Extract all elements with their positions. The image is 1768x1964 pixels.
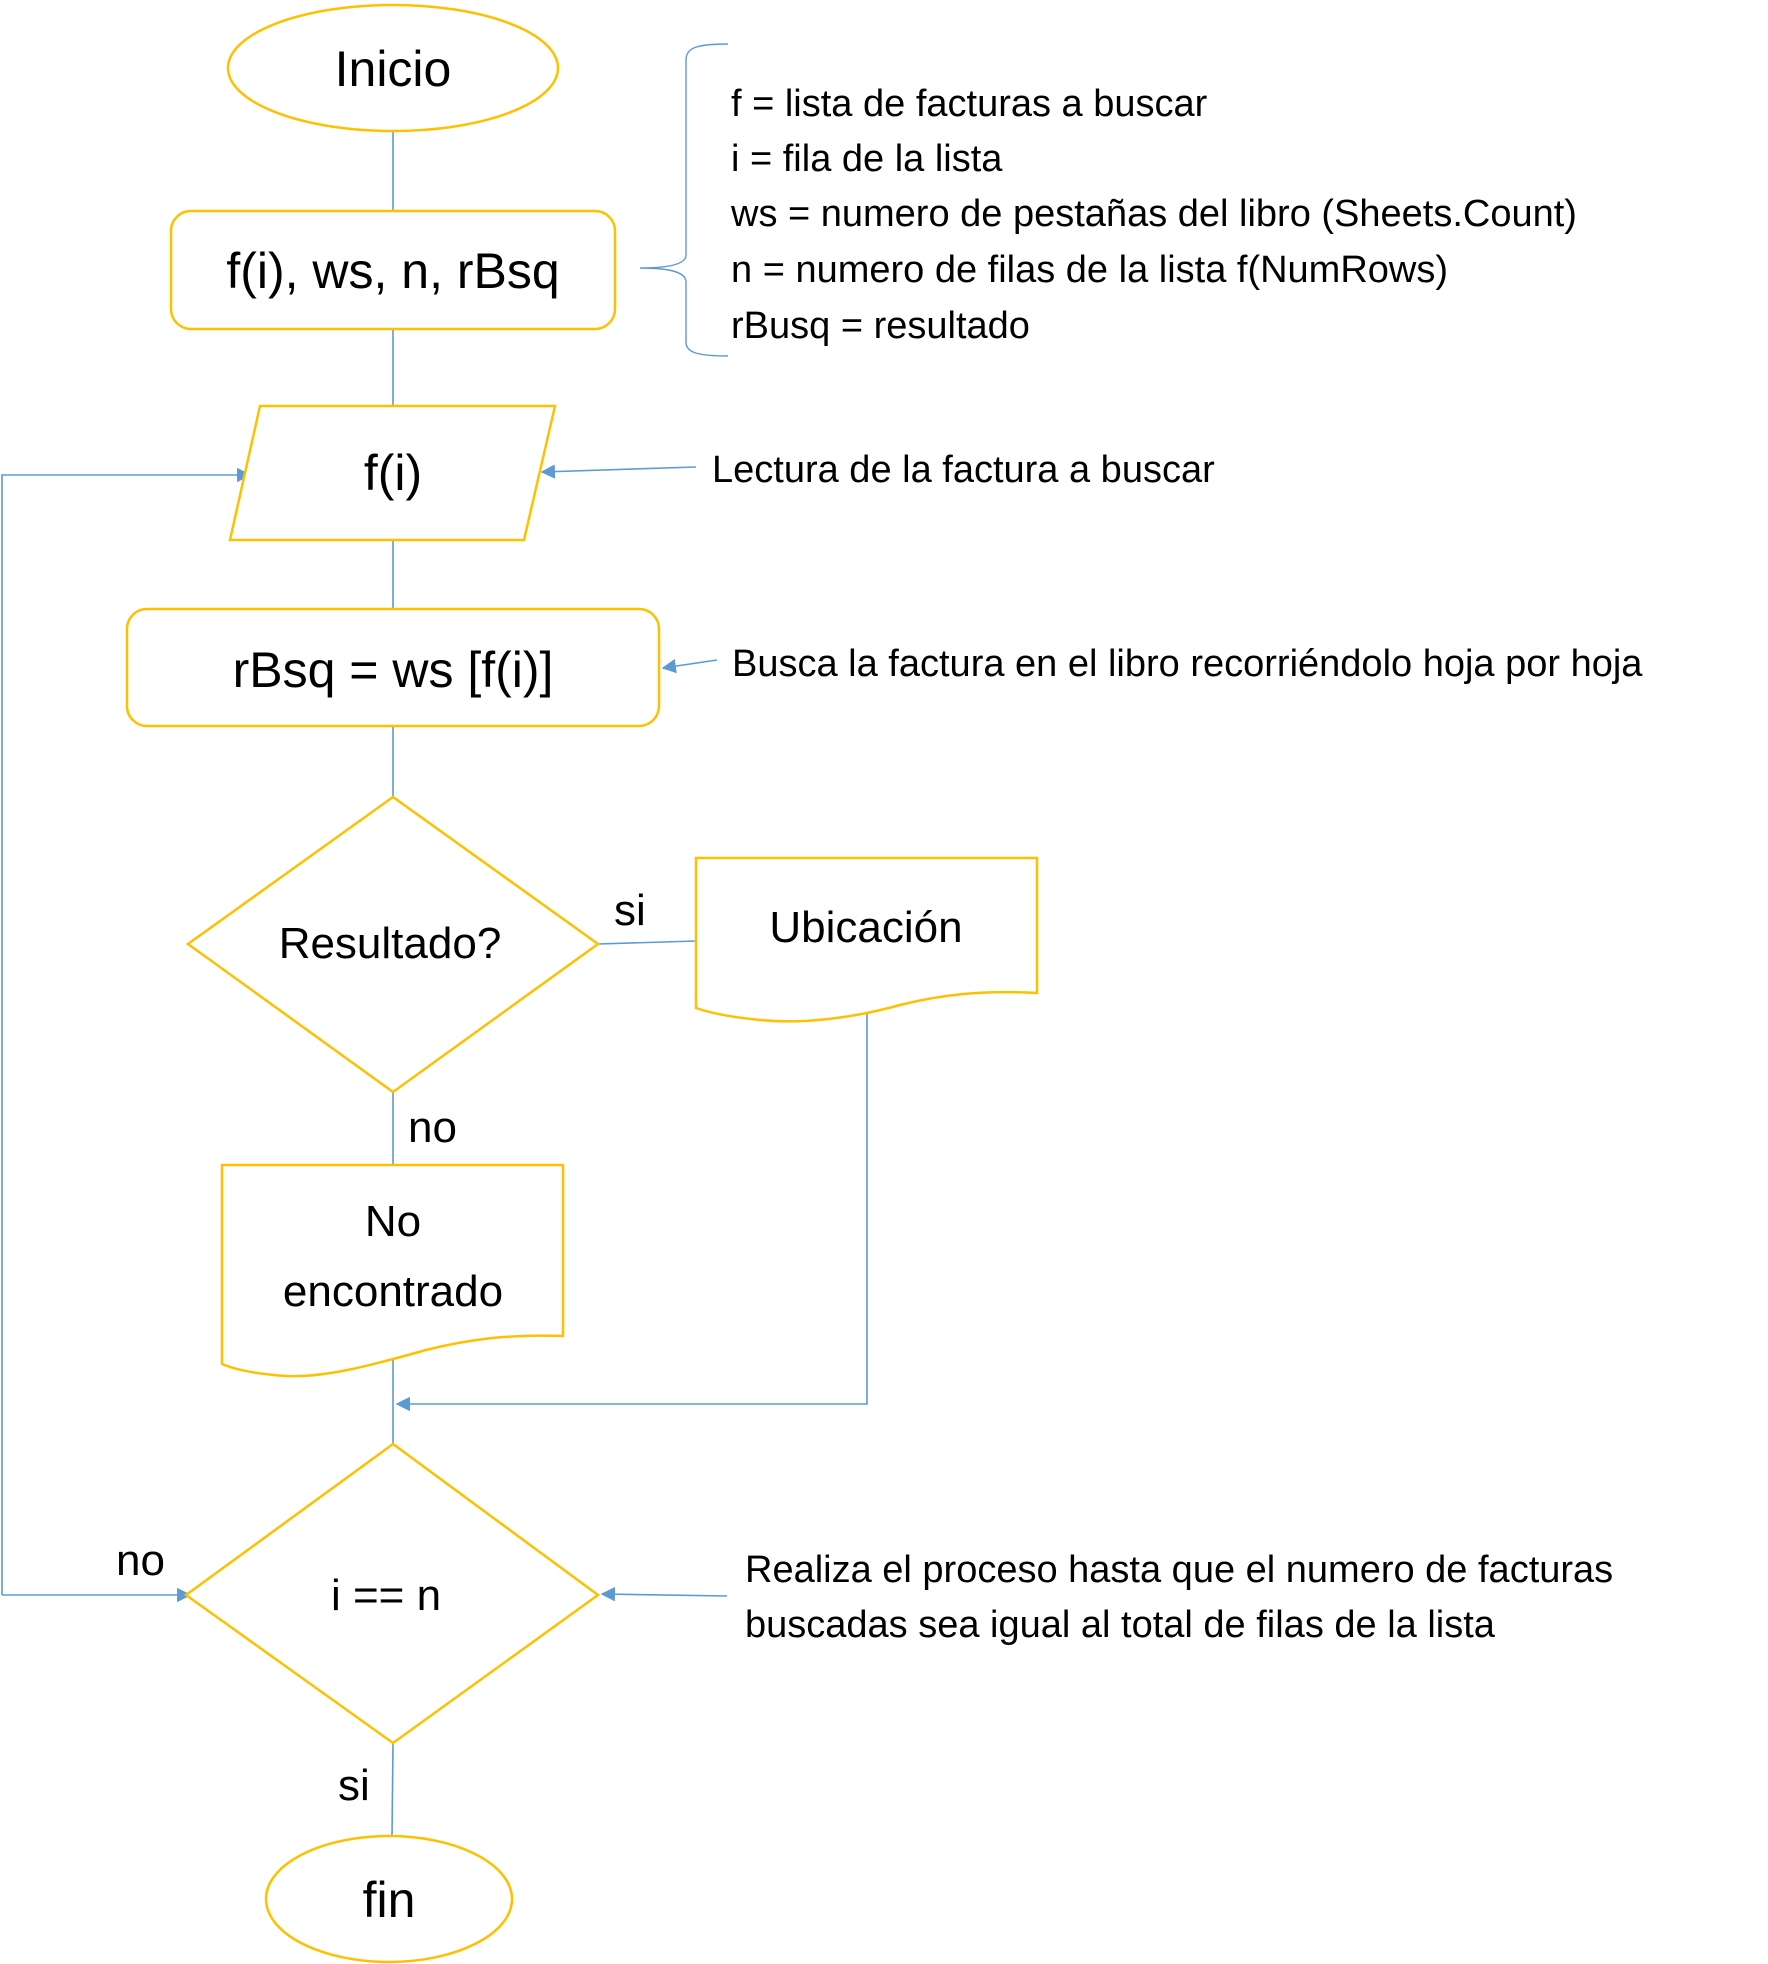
variable-note-n: n = numero de filas de la lista f(NumRow… [731, 249, 1448, 291]
input-note: Lectura de la factura a buscar [712, 449, 1215, 491]
edge-label-loop-no: no [116, 1536, 165, 1585]
connector-found-merge [395, 1010, 868, 1412]
result-decision-diamond [185, 795, 601, 1094]
loop-decision-diamond [183, 1442, 601, 1745]
loop-note-line2: buscadas sea igual al total de filas de … [745, 1604, 1496, 1646]
doc-not-found-label-line2: encontrado [283, 1267, 503, 1316]
edge-label-result-no: no [408, 1103, 457, 1152]
loop-note-line1: Realiza el proceso hasta que el numero d… [745, 1549, 1613, 1591]
note-arrow-loop [600, 1587, 728, 1602]
declare-label: f(i), ws, n, rBsq [226, 243, 559, 299]
note-arrow-input [540, 464, 697, 479]
not-found-document-shape [220, 1163, 565, 1378]
edge-label-result-yes: si [614, 886, 646, 935]
connector-loop-yes-to-end [391, 1742, 394, 1837]
process-label: rBsq = ws [f(i)] [233, 642, 554, 698]
variable-note-f: f = lista de facturas a buscar [731, 83, 1208, 125]
doc-not-found-label-line1: No [365, 1197, 421, 1246]
variable-note-ws: ws = numero de pestañas del libro (Sheet… [730, 193, 1577, 235]
found-document-shape [694, 856, 1039, 1023]
variable-note-rbusq: rBusq = resultado [731, 305, 1030, 347]
variables-brace [639, 43, 729, 357]
end-terminator [264, 1834, 514, 1964]
end-label: fin [363, 1872, 416, 1928]
decision-loop-label: i == n [331, 1571, 441, 1620]
input-label: f(i) [364, 445, 422, 501]
search-process-box [125, 607, 661, 728]
start-terminator [226, 3, 560, 133]
connector-decision-yes-to-found [597, 940, 697, 945]
note-arrow-process [661, 658, 718, 674]
variable-note-i: i = fila de la lista [731, 138, 1003, 180]
decision-result-label: Resultado? [279, 919, 502, 968]
doc-found-label: Ubicación [769, 903, 962, 952]
start-label: Inicio [335, 41, 452, 97]
connector-loop-back-to-input [1, 467, 252, 1595]
edge-label-loop-yes: si [338, 1761, 370, 1810]
process-note: Busca la factura en el libro recorriéndo… [732, 643, 1643, 685]
input-parallelogram [228, 404, 557, 542]
declare-process-box [169, 209, 617, 331]
